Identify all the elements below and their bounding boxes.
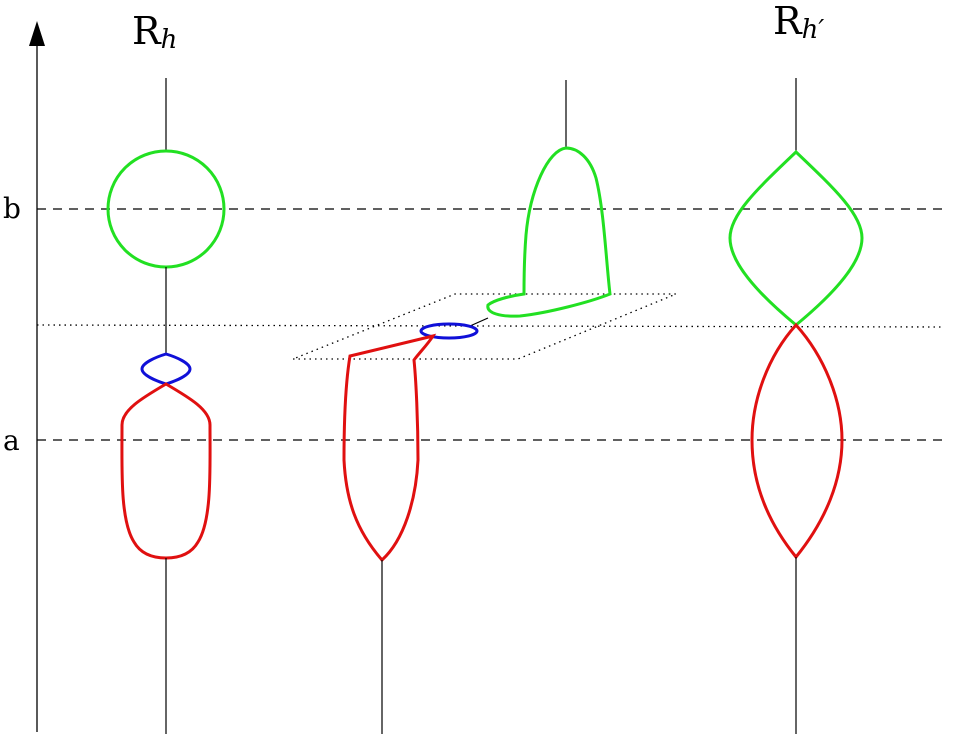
label-r-h-prime: Rh′ — [773, 0, 824, 45]
label-r-h-main: R — [132, 9, 162, 53]
middle-red-component — [342, 333, 437, 563]
right-graph — [728, 78, 864, 734]
right-green-loop — [728, 149, 864, 327]
critical-level-dotted-line — [36, 324, 943, 328]
level-label-a: a — [3, 424, 20, 457]
label-r-h-prime-sub: h′ — [802, 15, 825, 45]
right-red-loop — [750, 322, 844, 560]
middle-graph — [342, 80, 612, 734]
level-label-b: b — [3, 192, 21, 225]
label-r-h-sub: h — [161, 25, 178, 55]
label-r-h: Rh — [132, 9, 177, 55]
dotted-plane — [292, 293, 677, 360]
middle-blue-loop — [419, 322, 479, 340]
middle-green-component — [486, 146, 612, 318]
left-blue-loop — [140, 352, 192, 386]
label-r-h-prime-main: R — [773, 0, 803, 43]
left-graph — [106, 78, 226, 734]
middle-connecting-edge — [469, 317, 489, 327]
vertical-axis — [29, 21, 45, 732]
axis-arrowhead — [29, 21, 45, 46]
left-red-loop — [120, 382, 212, 560]
